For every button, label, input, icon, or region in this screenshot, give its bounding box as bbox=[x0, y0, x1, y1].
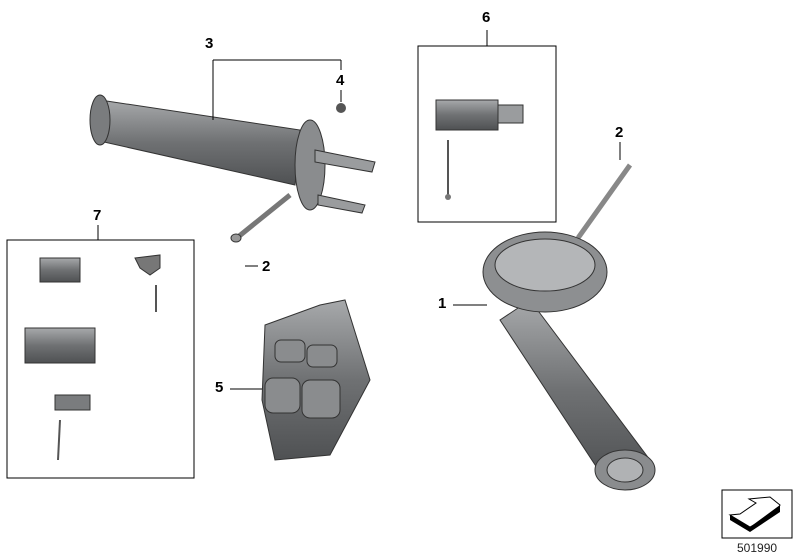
callout-4[interactable]: 4 bbox=[336, 72, 345, 89]
callout-1[interactable]: 1 bbox=[438, 295, 447, 312]
heated-grip-part[interactable] bbox=[89, 59, 376, 214]
switch-kit-part[interactable] bbox=[24, 254, 161, 461]
throttle-grip-part[interactable] bbox=[453, 231, 656, 491]
callout-6[interactable]: 6 bbox=[482, 9, 491, 26]
screw-part[interactable] bbox=[575, 142, 633, 240]
kit-box-7 bbox=[6, 239, 195, 479]
callout-2-left[interactable]: 2 bbox=[262, 258, 271, 275]
handlebar-switch-part[interactable] bbox=[230, 299, 371, 461]
diagram-id: 501990 bbox=[737, 541, 778, 555]
callout-7[interactable]: 7 bbox=[93, 207, 102, 224]
cap-part[interactable] bbox=[336, 90, 346, 113]
callout-3[interactable]: 3 bbox=[205, 35, 214, 52]
switch-unit-part[interactable] bbox=[435, 99, 524, 200]
callout-5[interactable]: 5 bbox=[215, 379, 224, 396]
screw-part[interactable] bbox=[230, 193, 292, 267]
callout-2-right[interactable]: 2 bbox=[615, 124, 624, 141]
kit-box-6 bbox=[417, 45, 557, 223]
direction-arrow-icon bbox=[721, 489, 793, 539]
